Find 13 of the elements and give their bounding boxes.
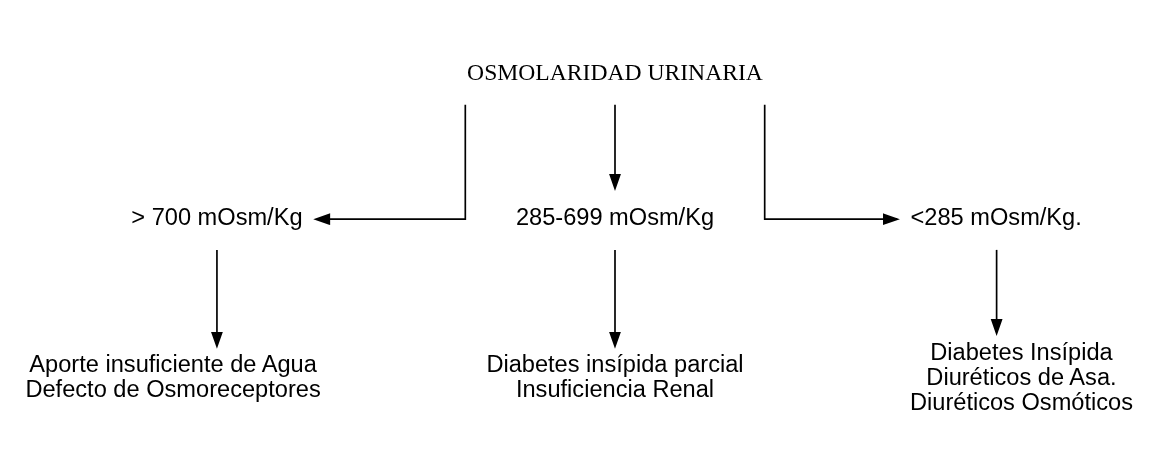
node-text: <285 mOsm/Kg. xyxy=(910,203,1082,230)
node-text: OSMOLARIDAD URINARIA xyxy=(467,58,763,85)
node-text: Diabetes Insípida Diuréticos de Asa. Diuréticos Osmóticos xyxy=(909,338,1134,415)
arrow xyxy=(609,103,621,191)
arrow xyxy=(609,248,621,349)
node-text: 285-699 mOsm/Kg xyxy=(515,203,715,230)
node-text: Diabetes insípida parcial Insuficiencia Renal xyxy=(486,350,744,402)
arrow xyxy=(211,248,223,349)
arrow xyxy=(763,103,900,225)
arrow xyxy=(990,248,1003,336)
node-text: > 700 mOsm/Kg xyxy=(131,203,303,230)
node-text: Aporte insuficiente de Agua Defecto de Osmoreceptores xyxy=(25,350,321,402)
arrow xyxy=(313,103,467,225)
